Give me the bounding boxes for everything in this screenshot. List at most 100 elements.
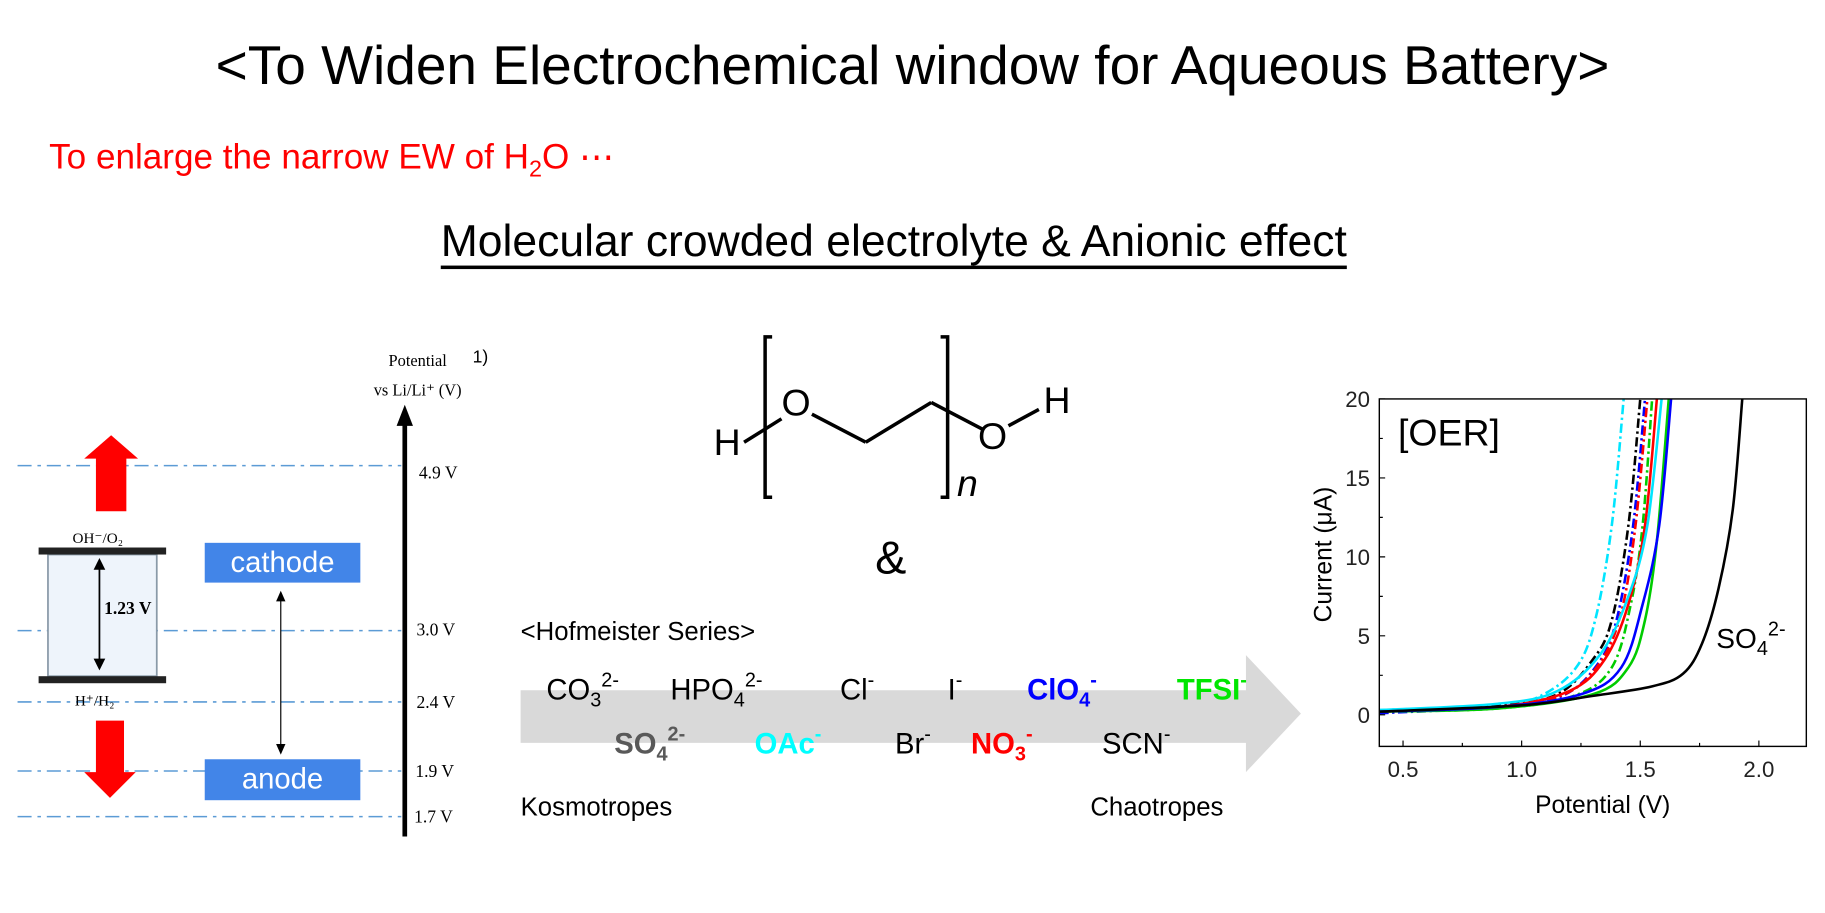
y-tick-label: 0	[1358, 703, 1370, 728]
anode-box: anode	[204, 759, 361, 801]
annotation-sub: 4	[1756, 637, 1768, 660]
bond	[864, 400, 933, 444]
ion-formula: CO	[546, 673, 591, 707]
ion-clo: ClO4-	[1027, 669, 1097, 712]
ion-no: NO3-	[971, 723, 1033, 766]
atom-o: O	[978, 415, 1008, 458]
x-tick-label: 0.5	[1388, 757, 1419, 782]
level-label: 1.7 V	[414, 808, 453, 828]
oer-chart: 0.5 1.0 1.5 2.0 0 5 10 15 20	[1345, 387, 1808, 782]
ion-formula: NO	[971, 727, 1015, 761]
ion-so: SO42-	[614, 723, 685, 766]
ion-tfsi: TFSI-	[1177, 669, 1247, 708]
ion-charge: -	[867, 669, 875, 692]
x-tick-label: 2.0	[1743, 757, 1774, 782]
hydrogen-couple-label: H⁺/H₂	[74, 691, 115, 709]
reference-marker: 1)	[472, 347, 489, 368]
bond	[1007, 407, 1040, 428]
hofmeister-arrow	[520, 655, 1301, 773]
kosmotropes-label: Kosmotropes	[520, 792, 673, 822]
ion-formula: I	[947, 673, 956, 707]
y-tick-label: 10	[1345, 545, 1370, 570]
ion-charge: -	[814, 722, 822, 746]
ion-subscript: 3	[1014, 742, 1026, 766]
ion-formula: Br	[894, 727, 925, 761]
ion-hpo: HPO42-	[670, 669, 762, 712]
subtitle-text-end: O ⋯	[542, 138, 615, 177]
ion-subscript: 4	[733, 689, 745, 712]
annotation-sup: 2-	[1767, 617, 1786, 640]
y-axis-label: Current (μA)	[1310, 486, 1338, 623]
ion-charge: -	[1090, 669, 1097, 692]
ion-formula: SO	[614, 727, 657, 761]
y-tick-label: 15	[1345, 466, 1370, 491]
series-line-so4	[1379, 398, 1744, 713]
ion-charge: -	[1025, 722, 1033, 746]
bond	[811, 412, 867, 444]
bond	[930, 400, 984, 431]
subtitle-subscript: 2	[529, 156, 543, 183]
section-heading: Molecular crowded electrolyte & Anionic …	[440, 217, 1347, 267]
ion-scn: SCN-	[1102, 723, 1170, 762]
so4-annotation: SO42-	[1716, 618, 1785, 661]
ion-oac: OAc-	[755, 723, 822, 762]
right-bracket	[940, 335, 950, 499]
y-tick-label: 20	[1345, 387, 1370, 412]
arrowhead-icon	[276, 590, 286, 602]
chart-title: [OER]	[1398, 411, 1500, 454]
ion-br: Br-	[895, 723, 931, 762]
subtitle-text: To enlarge the narrow EW of H	[49, 138, 530, 177]
ion-formula: TFSI	[1176, 673, 1241, 707]
plot-frame	[1378, 398, 1808, 748]
peg-structure	[743, 335, 1040, 499]
slide-title: <To Widen Electrochemical window for Aqu…	[215, 33, 1610, 96]
axis-label-potential: Potential	[388, 353, 447, 371]
arrowhead-icon	[93, 658, 106, 671]
arrowhead-icon	[93, 558, 106, 570]
series-line-cyan-solid	[1379, 398, 1663, 712]
ion-co: CO32-	[546, 669, 619, 712]
water-window-label: 1.23 V	[104, 600, 152, 619]
y-tick-label: 5	[1358, 624, 1370, 649]
ion-formula: OAc	[754, 727, 815, 761]
ion-formula: HPO	[670, 673, 734, 707]
annotation-base: SO	[1716, 623, 1757, 656]
level-label: 4.9 V	[418, 464, 458, 484]
oxygen-couple-label: OH⁻/O₂	[72, 528, 124, 547]
level-label: 3.0 V	[416, 621, 456, 640]
level-label: 2.4 V	[416, 693, 456, 713]
ion-subscript: 3	[590, 689, 602, 712]
x-tick-label: 1.5	[1625, 757, 1656, 782]
axis-arrowhead-icon	[396, 404, 413, 426]
chaotropes-label: Chaotropes	[1090, 792, 1224, 822]
atom-h: H	[1043, 379, 1071, 422]
x-tick-label: 1.0	[1506, 757, 1537, 782]
ion-formula: ClO	[1027, 673, 1080, 707]
bottom-electrode	[38, 676, 167, 684]
gray-arrow-icon	[520, 655, 1301, 773]
bond	[743, 417, 783, 444]
ion-i: I-	[948, 669, 963, 708]
x-axis-label: Potential (V)	[1535, 792, 1671, 819]
potential-diagram	[17, 404, 413, 837]
atom-o: O	[781, 381, 811, 424]
ion-cl: Cl-	[840, 669, 874, 708]
ion-formula: SCN	[1102, 727, 1164, 761]
ampersand: &	[875, 532, 907, 584]
repeat-n: n	[956, 462, 978, 505]
cathode-box: cathode	[204, 542, 361, 583]
arrowhead-icon	[276, 744, 286, 755]
ion-subscript: 4	[656, 742, 668, 766]
ion-charge: 2-	[667, 722, 686, 746]
subtitle: To enlarge the narrow EW of H2O ⋯	[49, 137, 614, 184]
ion-charge: 2-	[601, 669, 619, 692]
atom-h: H	[713, 421, 741, 464]
ion-formula: Cl	[839, 673, 868, 707]
red-down-arrow-icon	[84, 720, 136, 798]
top-electrode	[38, 547, 167, 555]
ion-charge: -	[1163, 722, 1171, 746]
ion-charge: -	[955, 669, 963, 692]
ion-subscript: 4	[1079, 689, 1091, 712]
left-bracket	[763, 335, 773, 499]
